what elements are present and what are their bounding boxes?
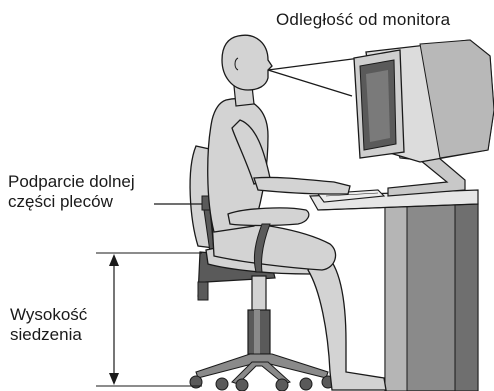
monitor — [354, 40, 494, 196]
monitor-distance-label: Odległość od monitora — [276, 10, 450, 30]
seat-height-dimension — [96, 253, 202, 386]
monitor-distance-indicator — [268, 58, 360, 96]
lower-back-support-label: Podparcie dolnej części pleców — [8, 172, 135, 212]
seat-height-label-line2: siedzenia — [10, 325, 87, 345]
lower-back-label-line2: części pleców — [8, 192, 135, 212]
lower-back-label-line1: Podparcie dolnej — [8, 172, 135, 192]
seat-height-label-line1: Wysokość — [10, 305, 87, 325]
seat-height-label: Wysokość siedzenia — [10, 305, 87, 345]
